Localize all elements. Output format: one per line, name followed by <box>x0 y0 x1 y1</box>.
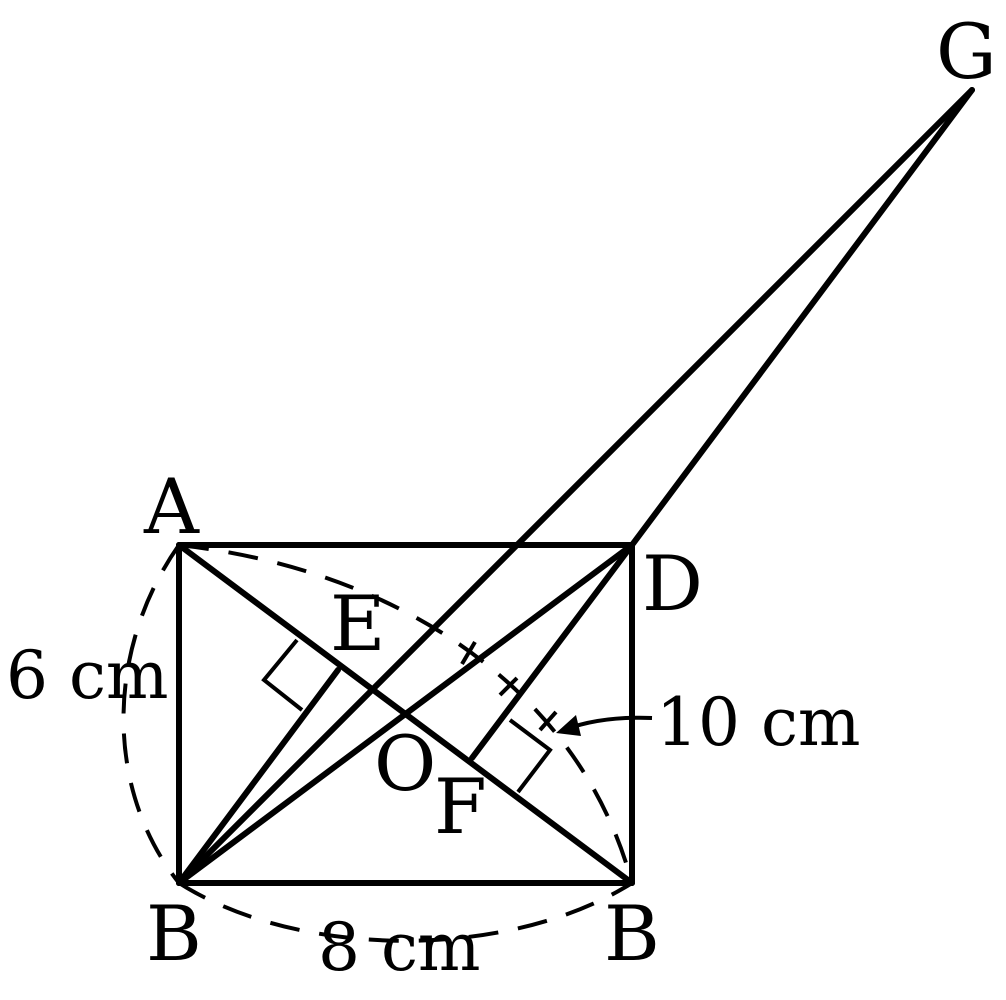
label-point-f: F <box>434 762 487 851</box>
tick-mark-2 <box>498 676 519 697</box>
label-point-d: D <box>642 539 703 628</box>
diagonal-b-d <box>176 542 635 886</box>
label-point-b-left: B <box>146 889 202 978</box>
label-point-g: G <box>936 7 997 96</box>
arrowhead-icon <box>556 715 581 736</box>
segment-b-e <box>176 667 341 886</box>
label-point-a: A <box>143 462 200 551</box>
tick-mark-1 <box>460 640 477 666</box>
label-point-b-right: B <box>604 889 660 978</box>
label-diagonal-10cm: 10 cm <box>656 684 861 761</box>
segment-d-g <box>629 87 975 548</box>
left-brace-arc <box>121 543 181 885</box>
label-side-8cm: 8 cm <box>318 909 481 986</box>
label-point-e: E <box>330 579 385 668</box>
label-point-o: O <box>374 719 436 808</box>
segment-b-g <box>176 87 975 886</box>
right-angle-marker-f <box>508 718 553 794</box>
bottom-brace-arc <box>177 881 634 943</box>
segment-d-f <box>469 542 635 761</box>
label-side-6cm: 6 cm <box>6 637 169 714</box>
tick-mark-3 <box>538 710 558 732</box>
right-angle-marker-e <box>261 638 304 712</box>
